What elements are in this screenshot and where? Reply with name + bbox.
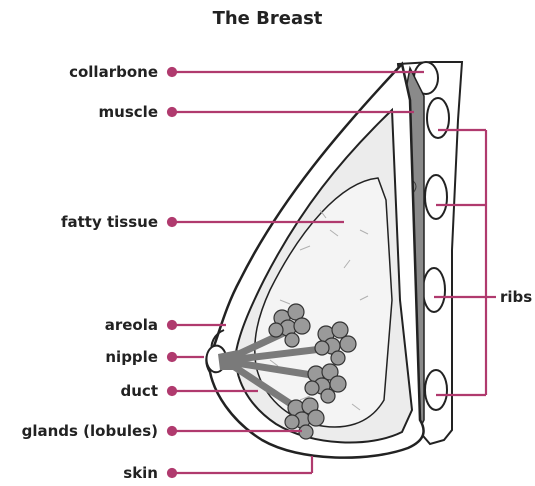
label-areola: areola bbox=[105, 316, 158, 334]
duct-dot bbox=[168, 387, 176, 395]
rib-3 bbox=[425, 175, 447, 219]
collarbone-dot bbox=[168, 68, 176, 76]
label-muscle: muscle bbox=[99, 103, 158, 121]
label-collarbone: collarbone bbox=[69, 63, 158, 81]
glands-dot bbox=[168, 427, 176, 435]
label-glands: glands (lobules) bbox=[22, 422, 158, 440]
label-nipple: nipple bbox=[105, 348, 158, 366]
rib-5 bbox=[425, 370, 447, 410]
skin-dot bbox=[168, 469, 176, 477]
nipple-dot bbox=[168, 353, 176, 361]
rib-2 bbox=[427, 98, 449, 138]
label-duct: duct bbox=[121, 382, 158, 400]
fatty-tissue-dot bbox=[168, 218, 176, 226]
label-ribs: ribs bbox=[500, 288, 532, 306]
muscle-dot bbox=[168, 108, 176, 116]
areola-dot bbox=[168, 321, 176, 329]
rib-4 bbox=[423, 268, 445, 312]
label-fatty-tissue: fatty tissue bbox=[61, 213, 158, 231]
label-skin: skin bbox=[123, 464, 158, 482]
